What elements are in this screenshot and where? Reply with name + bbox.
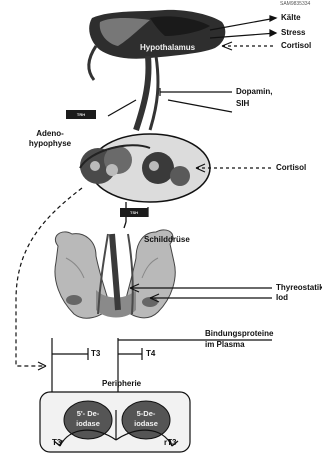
image-code: SAM9835334 xyxy=(280,2,310,7)
cortisol-pituitary-label: Cortisol xyxy=(276,164,306,172)
thyreostatika-label: Thyreostatika xyxy=(276,284,322,292)
adenohypophysis-label-line2: hypophyse xyxy=(20,140,80,148)
trh-badge: TRH xyxy=(66,110,96,119)
output-rt3: rT3 xyxy=(164,439,176,447)
dopamine-inhibition xyxy=(160,88,232,112)
iod-label: Iod xyxy=(276,294,288,302)
tsh-badge: TSH xyxy=(120,208,148,217)
hypothalamus-label: Hypothalamus xyxy=(140,44,195,52)
input-cold: Kälte xyxy=(281,14,301,22)
thyroid-label: Schilddrüse xyxy=(144,236,190,244)
deiodase-right-line1: 5-De- xyxy=(122,410,170,418)
deiodase-right-line2: iodase xyxy=(122,420,170,428)
pituitary-stalk xyxy=(108,56,158,130)
periphery-label: Peripherie xyxy=(102,380,141,388)
adenohypophysis-label-line1: Adeno- xyxy=(20,130,80,138)
output-t3: T3 xyxy=(52,439,61,447)
deiodase-left-line2: iodase xyxy=(64,420,112,428)
t4-transport-label: T4 xyxy=(146,350,155,358)
t3-transport-label: T3 xyxy=(91,350,100,358)
binding-proteins-line2: im Plasma xyxy=(205,341,245,349)
adenohypophysis-illustration xyxy=(80,134,210,202)
deiodase-left-line1: 5'- De- xyxy=(64,410,112,418)
dopamine-label: Dopamin, xyxy=(236,88,272,96)
input-stress: Stress xyxy=(281,29,305,37)
sih-label: SIH xyxy=(236,100,249,108)
binding-proteins-line1: Bindungsproteine xyxy=(205,330,273,338)
input-cortisol: Cortisol xyxy=(281,42,311,50)
